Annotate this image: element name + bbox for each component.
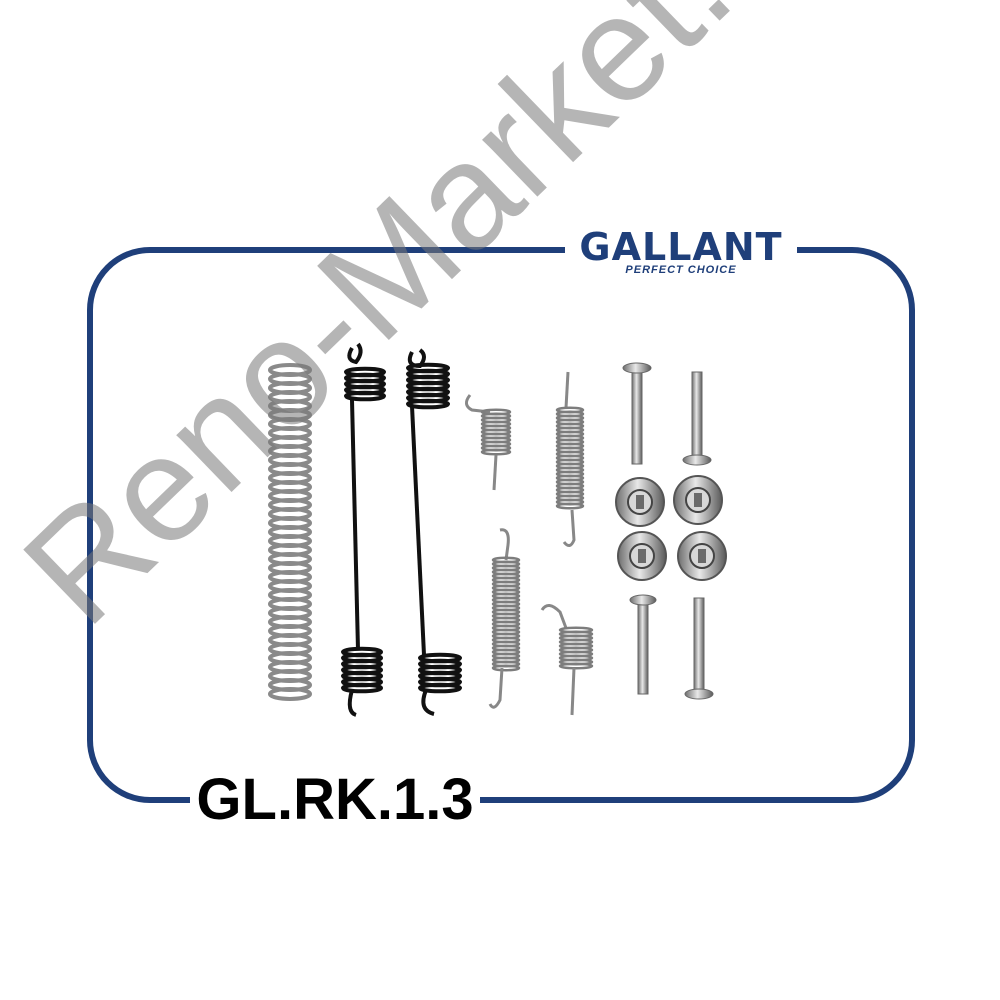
hold-down-pin-4 [684,597,714,700]
cup-washer-4 [677,531,727,581]
frame-border [87,247,915,803]
cup-washer-1 [615,477,665,527]
hold-down-pin-1 [622,362,652,465]
short-tension-spring-top [465,394,512,491]
long-compression-spring [268,363,312,701]
long-tension-spring-top [555,371,585,547]
brand-logo: GALLANT PERFECT CHOICE [565,228,797,276]
long-tension-spring-bottom [488,528,521,709]
part-number: GL.RK.1.3 [190,765,480,835]
brand-name: GALLANT [579,225,783,269]
cup-washer-2 [673,475,723,525]
black-return-spring-left [341,342,386,717]
short-tension-spring-bottom [540,604,594,716]
brand-tagline: PERFECT CHOICE [625,264,737,276]
black-return-spring-right [406,348,462,716]
hold-down-pin-2 [682,371,712,466]
hold-down-pin-3 [629,594,657,695]
cup-washer-3 [617,531,667,581]
